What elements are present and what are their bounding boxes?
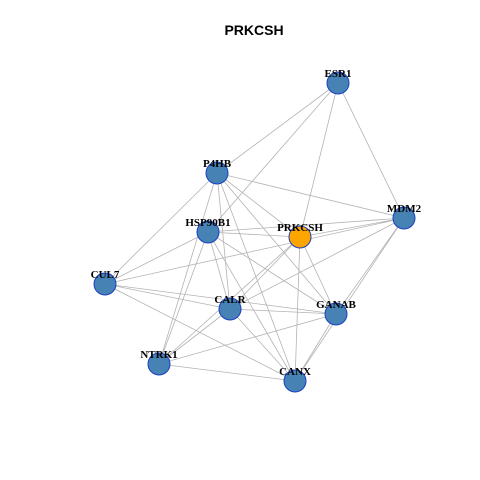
edge-mdm2-prkcsh	[299, 217, 405, 238]
edge-ganab-canx	[294, 313, 337, 382]
edge-hsp90b1-cul7	[104, 231, 209, 285]
edge-esr1-p4hb	[216, 82, 339, 174]
edge-esr1-prkcsh	[299, 82, 339, 238]
node-label-esr1: ESR1	[325, 68, 352, 80]
node-p4hb[interactable]	[205, 161, 229, 185]
edge-p4hb-mdm2	[216, 172, 405, 219]
edge-p4hb-calr	[216, 172, 231, 310]
node-ntrk1[interactable]	[147, 352, 171, 376]
edge-prkcsh-ganab	[299, 236, 337, 315]
edge-ganab-ntrk1	[158, 313, 337, 365]
edge-ntrk1-canx	[158, 363, 296, 382]
edge-mdm2-cul7	[104, 217, 405, 285]
edge-p4hb-ganab	[216, 172, 337, 315]
edge-esr1-mdm2	[337, 82, 405, 219]
node-label-prkcsh: PRKCSH	[277, 222, 323, 234]
node-label-cul7: CUL7	[91, 269, 120, 281]
node-esr1[interactable]	[326, 71, 350, 95]
edge-calr-canx	[229, 308, 296, 382]
edge-hsp90b1-ntrk1	[158, 231, 209, 365]
edge-mdm2-ganab	[335, 217, 405, 315]
edge-hsp90b1-calr	[207, 231, 231, 310]
diagram-title: PRKCSH	[224, 22, 283, 38]
edge-layer	[104, 82, 405, 382]
edge-mdm2-calr	[229, 217, 405, 310]
node-calr[interactable]	[218, 297, 242, 321]
node-cul7[interactable]	[93, 272, 117, 296]
edge-hsp90b1-ganab	[207, 231, 337, 315]
node-label-ntrk1: NTRK1	[140, 349, 177, 361]
edge-calr-ntrk1	[158, 308, 231, 365]
edge-mdm2-hsp90b1	[207, 217, 405, 233]
node-ganab[interactable]	[324, 302, 348, 326]
node-layer	[93, 71, 416, 393]
edge-hsp90b1-canx	[207, 231, 296, 382]
node-label-mdm2: MDM2	[387, 203, 422, 215]
edge-prkcsh-calr	[229, 236, 301, 310]
node-label-hsp90b1: HSP90B1	[185, 217, 230, 229]
node-label-calr: CALR	[214, 294, 246, 306]
edge-mdm2-canx	[294, 217, 405, 382]
node-canx[interactable]	[283, 369, 307, 393]
node-prkcsh[interactable]	[288, 225, 312, 249]
edge-p4hb-ntrk1	[158, 172, 218, 365]
edge-p4hb-cul7	[104, 172, 218, 285]
node-hsp90b1[interactable]	[196, 220, 220, 244]
edge-cul7-calr	[104, 283, 231, 310]
edge-calr-ganab	[229, 308, 337, 315]
edge-cul7-ganab	[104, 283, 337, 315]
node-label-canx: CANX	[279, 366, 311, 378]
edge-hsp90b1-prkcsh	[207, 231, 301, 238]
node-label-ganab: GANAB	[316, 299, 356, 311]
node-mdm2[interactable]	[392, 206, 416, 230]
node-label-p4hb: P4HB	[203, 158, 232, 170]
